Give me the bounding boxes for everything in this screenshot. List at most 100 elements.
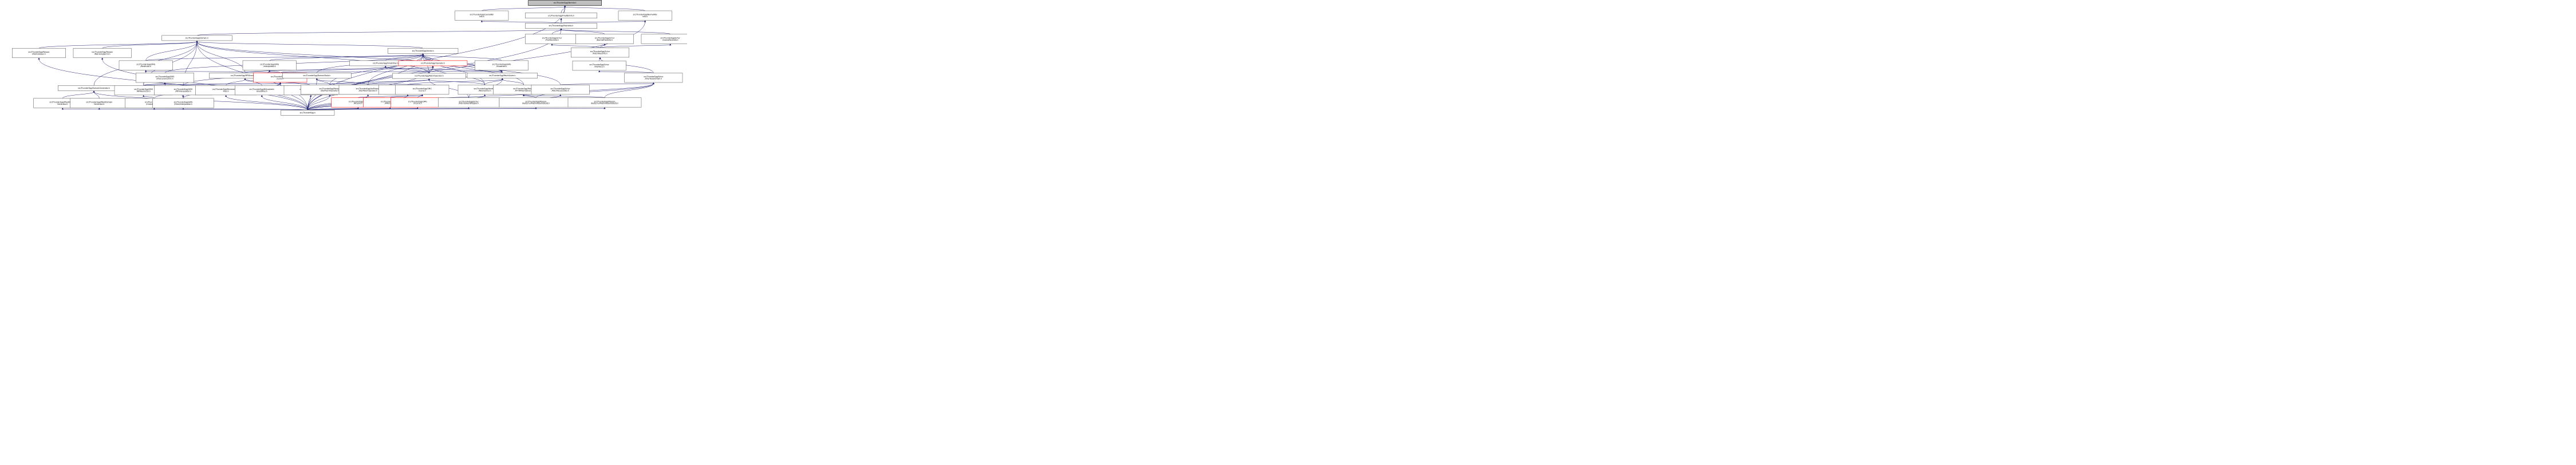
node-label: src/ThunderEgg/GMG xyxy=(174,101,193,103)
dependency-edge xyxy=(604,83,654,98)
dependency-arrowhead xyxy=(484,94,486,96)
dependency-arrowhead xyxy=(644,20,646,22)
dependency-arrowhead xyxy=(98,108,100,110)
graph-node-gmgsmoother[interactable]: src/ThunderEgg/GMG/Smoother.h xyxy=(475,60,528,70)
graph-node-patchsolver[interactable]: src/ThunderEgg/PatchSolver.h xyxy=(467,73,538,78)
dependency-edge xyxy=(599,45,670,48)
graph-node-sfineface[interactable]: src/ThunderEgg/Schur/FineFaceInfo.h xyxy=(525,34,579,44)
dependency-edge xyxy=(280,83,423,85)
node-label: /Level.h xyxy=(277,77,283,80)
graph-node-gmgcycle[interactable]: src/ThunderEgg/GMG/Cycle.h xyxy=(395,84,449,95)
node-label: src/ThunderEgg/GMG xyxy=(134,88,153,90)
node-label: /PatchSolverWrapper.h xyxy=(459,103,479,105)
node-label: src/ThunderEgg/Domain.h xyxy=(186,37,208,40)
graph-node-patchinfo[interactable]: src/ThunderEgg/PatchInfo.h xyxy=(525,23,597,29)
dependency-arrowhead xyxy=(407,94,409,96)
dependency-arrowhead xyxy=(416,107,419,109)
dependency-edge xyxy=(329,54,423,85)
graph-node-vector[interactable]: src/ThunderEgg/Vector.h xyxy=(388,48,459,54)
graph-node-operator[interactable]: src/ThunderEgg/Operator.h xyxy=(398,60,468,66)
node-label: /StarPatchOperator.h xyxy=(358,89,377,92)
dependency-arrowhead xyxy=(244,78,246,80)
graph-node-siface[interactable]: src/ThunderEgg/Schur/Interface.h xyxy=(572,61,626,71)
node-label: src/ThunderEgg/Schur xyxy=(459,100,479,103)
dependency-edge xyxy=(407,79,503,85)
graph-node-nbrinfo[interactable]: src/ThunderEgg/NbrInfo.h xyxy=(528,0,602,6)
node-label: src/ThunderEgg/Poisson xyxy=(92,51,113,53)
dependency-arrowhead xyxy=(145,70,147,72)
graph-node-finenbr[interactable]: src/ThunderEgg/FineNbrInfo.h xyxy=(525,13,597,19)
dependency-edge xyxy=(317,79,330,85)
graph-node-gmgvcycle[interactable]: src/ThunderEgg/GMG/VCycle.h xyxy=(390,97,445,108)
dependency-arrowhead xyxy=(153,108,155,110)
node-box xyxy=(392,73,466,79)
graph-node-gmginterp[interactable]: src/ThunderEgg/GMG/Interpolator.h xyxy=(242,60,297,70)
graph-node-domaintools[interactable]: src/ThunderEgg/DomainTools.h xyxy=(282,73,352,78)
dependency-edge xyxy=(551,29,562,34)
graph-node-spatchsolverwrap[interactable]: src/ThunderEgg/Schur/PatchSolverWrapper.… xyxy=(438,97,500,108)
graph-node-pfastschur2d[interactable]: src/ThunderEgg/Poisson/FastSchurMatrixAs… xyxy=(567,97,642,108)
node-label: src/ThunderEgg/GMG xyxy=(156,76,175,78)
graph-node-pmatrix2d[interactable]: src/ThunderEgg/Poisson/MatrixHelper2d.h xyxy=(73,48,132,58)
graph-node-gmgrestrictor[interactable]: src/ThunderEgg/GMG/Restrictor.h xyxy=(119,60,173,70)
dependency-edge xyxy=(196,41,423,49)
node-box xyxy=(571,48,629,58)
node-label: src/ThunderEgg/GMG xyxy=(136,64,155,66)
node-box xyxy=(282,73,352,78)
dependency-arrowhead xyxy=(564,5,566,7)
node-label: /WCycle.h xyxy=(354,103,363,105)
node-box xyxy=(398,60,468,66)
dependency-edge xyxy=(196,41,246,73)
dependency-edge xyxy=(502,79,524,85)
node-box xyxy=(624,73,683,83)
node-label: src/ThunderEgg/Poisson xyxy=(319,88,341,90)
dependency-edge xyxy=(183,83,281,86)
node-label: src/ThunderEgg/GMG xyxy=(271,76,290,78)
dependency-arrowhead xyxy=(560,18,562,20)
graph-nodes: src/ThunderEgg/NbrInfo.h src/ThunderEgg/C… xyxy=(12,0,687,116)
dependency-edge xyxy=(62,92,94,98)
graph-node-snormalface[interactable]: src/ThunderEgg/Schur/NormalFaceInfo.h xyxy=(575,34,634,44)
dependency-edge xyxy=(307,96,311,111)
graph-node-domain[interactable]: src/ThunderEgg/Domain.h xyxy=(161,35,232,41)
graph-node-pmatrix[interactable]: src/ThunderEgg/Poisson/MatrixHelper.h xyxy=(12,48,66,58)
dependency-edge xyxy=(482,21,562,23)
node-box xyxy=(281,109,335,116)
node-label: src/ThunderEgg/VarPoisson xyxy=(356,88,380,90)
dependency-arrowhead xyxy=(143,94,145,97)
node-label: src/ThunderEgg/Schur xyxy=(661,37,681,39)
dependency-edge xyxy=(551,45,601,48)
dependency-edge xyxy=(329,79,429,85)
dependency-arrowhead xyxy=(523,94,525,96)
node-label: src/ThunderEgg/P8estDomain xyxy=(86,101,112,103)
graph-node-spatchiface[interactable]: src/ThunderEgg/Schur/PatchIfaceInfo.h xyxy=(571,48,629,58)
dependency-arrowhead xyxy=(551,44,553,46)
node-label: src/ThunderEgg/DomainGenerator.h xyxy=(78,87,110,89)
node-label: src/ThunderEgg/GhostFiller.h xyxy=(373,62,398,65)
node-label: Info.h xyxy=(479,15,484,18)
dependency-edge xyxy=(390,95,423,98)
node-box xyxy=(12,48,66,58)
graph-node-scoarseface[interactable]: src/ThunderEgg/Schur/CoarseFaceInfo.h xyxy=(641,34,687,44)
dependency-edge xyxy=(482,6,565,11)
graph-node-patchoperator[interactable]: src/ThunderEgg/PatchOperator.h xyxy=(392,73,466,79)
graph-node-gmginterlevel[interactable]: src/ThunderEgg/GMG/InterLevelComm.h xyxy=(136,73,194,83)
graph-node-spatchfacescatter[interactable]: src/ThunderEgg/Schur/PatchFaceScatter.h xyxy=(531,84,590,95)
node-label: /MatrixHelper.h xyxy=(32,53,46,55)
node-label: GhostFiller.h xyxy=(257,90,267,92)
node-box xyxy=(531,84,590,95)
node-label: src/ThunderEgg/GMG xyxy=(492,64,511,66)
graph-node-gmgdirectinterp[interactable]: src/ThunderEgg/GMG/DirectInterpolator.h xyxy=(152,98,214,108)
graph-node-sifacedomain[interactable]: src/ThunderEgg/Schur/InterfaceDomain.h xyxy=(624,73,683,83)
graph-node-pfastschur3d[interactable]: src/ThunderEgg/Poisson/FastSchurMatrixAs… xyxy=(499,97,573,108)
node-box xyxy=(242,60,297,70)
dependency-edge xyxy=(385,66,503,73)
node-label: /DirectInterpolator.h xyxy=(174,103,192,105)
dependency-edge xyxy=(429,79,485,85)
graph-node-thunderegg[interactable]: src/ThunderEgg.h xyxy=(281,109,335,116)
node-label: /FFTWPatchSolver.h xyxy=(515,89,532,92)
